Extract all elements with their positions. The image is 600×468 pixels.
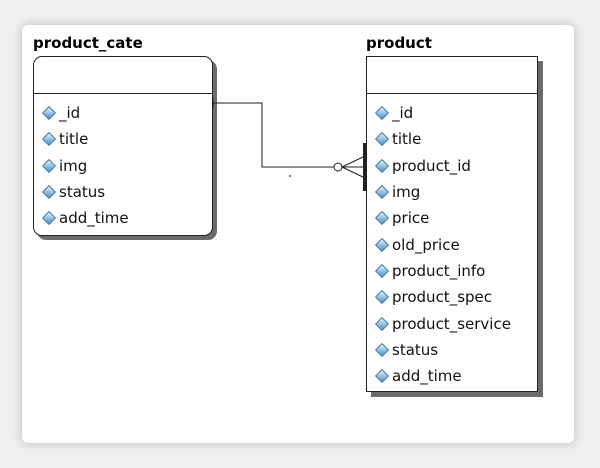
entity-product[interactable]: _id title product_id img price old_price (366, 56, 538, 392)
attribute-row[interactable]: status (41, 179, 212, 205)
attribute-label: status (392, 340, 439, 359)
attribute-row[interactable]: old_price (374, 231, 537, 257)
attachment-bar (363, 143, 366, 191)
entity-title-product: product (366, 34, 432, 52)
attribute-label: _id (59, 104, 81, 123)
attribute-label: img (392, 183, 421, 202)
attribute-label: _id (392, 104, 414, 123)
attribute-label: product_id (392, 156, 471, 175)
attribute-label: add_time (392, 367, 462, 386)
stray-dot (289, 175, 291, 177)
attribute-row[interactable]: title (374, 126, 537, 152)
attribute-label: price (392, 209, 430, 228)
attribute-list: _id title product_id img price old_price (367, 94, 537, 389)
attribute-row[interactable]: product_info (374, 258, 537, 284)
attribute-label: product_info (392, 261, 486, 280)
attribute-label: img (59, 156, 88, 175)
entity-product-cate[interactable]: _id title img status add_time (33, 56, 213, 236)
attribute-row[interactable]: status (374, 337, 537, 363)
attribute-row[interactable]: product_spec (374, 284, 537, 310)
attribute-row[interactable]: product_id (374, 153, 537, 179)
attribute-label: product_service (392, 314, 511, 333)
attribute-row[interactable]: img (374, 179, 537, 205)
entity-header (34, 57, 212, 94)
crows-foot-lower (341, 166, 366, 179)
attribute-label: add_time (59, 209, 129, 228)
attribute-label: title (392, 130, 422, 149)
attribute-label: status (59, 183, 106, 202)
relationship-line (213, 102, 340, 168)
attribute-row[interactable]: _id (374, 100, 537, 126)
entity-header (367, 57, 537, 94)
attribute-list: _id title img status add_time (34, 94, 212, 231)
attribute-label: old_price (392, 235, 460, 254)
attribute-row[interactable]: _id (41, 100, 212, 126)
attribute-row[interactable]: product_service (374, 310, 537, 336)
attribute-row[interactable]: add_time (41, 205, 212, 231)
attribute-row[interactable]: img (41, 153, 212, 179)
attribute-row[interactable]: add_time (374, 363, 537, 389)
zero-marker (333, 162, 343, 172)
relationship-connector[interactable] (22, 25, 574, 443)
attribute-row[interactable]: price (374, 205, 537, 231)
diagram-canvas: product_cate _id title img status add_t (22, 25, 574, 443)
crows-foot-upper (341, 155, 366, 168)
attribute-label: product_spec (392, 288, 493, 307)
entity-title-product-cate: product_cate (33, 34, 143, 52)
attribute-row[interactable]: title (41, 126, 212, 152)
attribute-label: title (59, 130, 89, 149)
